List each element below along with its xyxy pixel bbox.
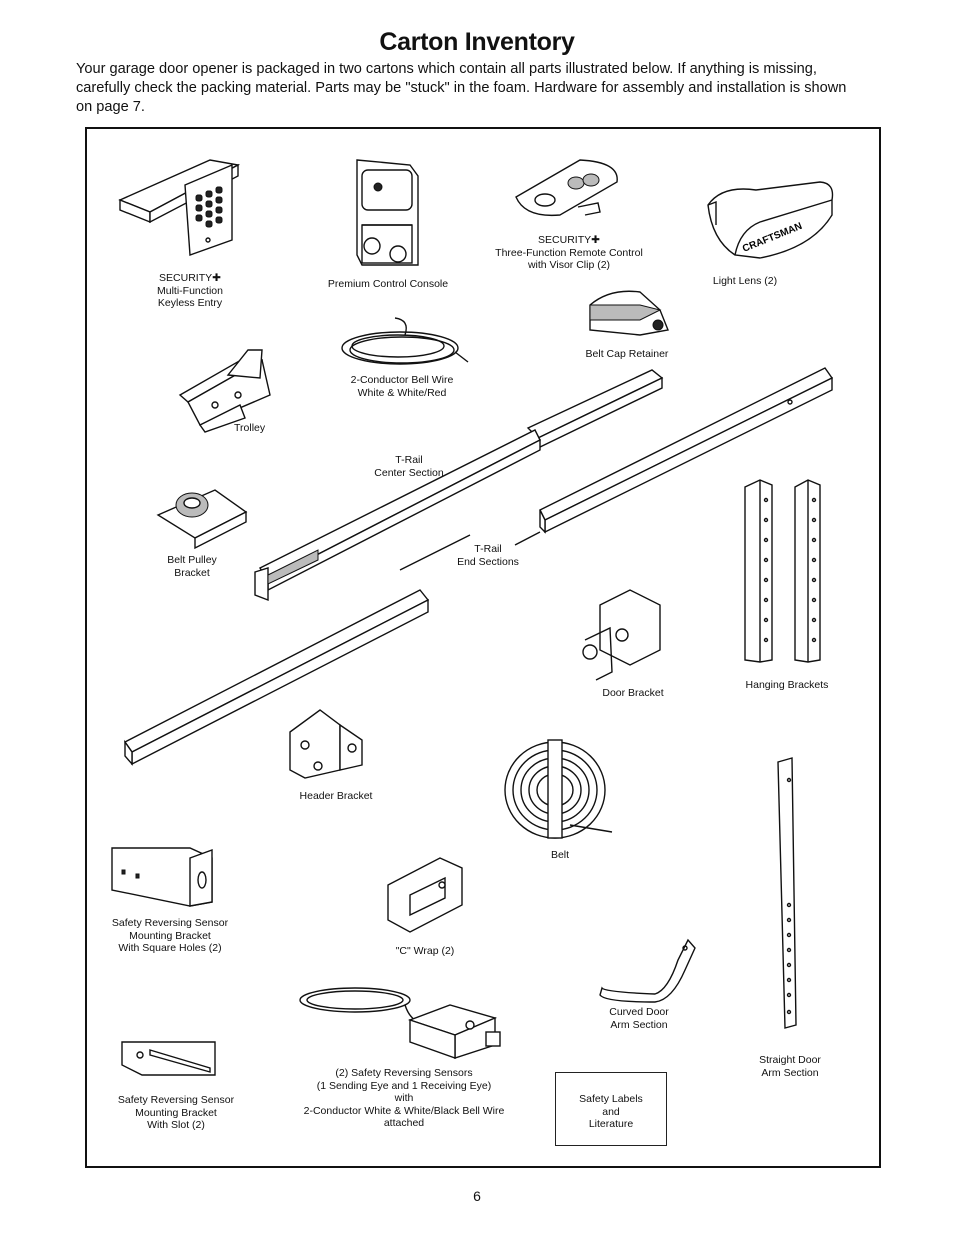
safety-labels-box <box>555 1072 667 1146</box>
header-bracket-illustration <box>289 709 363 779</box>
remote-control-illustration <box>515 159 618 217</box>
sensor-bracket-square-illustration <box>111 847 213 907</box>
trolley-label: Trolley <box>234 422 266 434</box>
c-wrap-illustration <box>387 857 463 933</box>
curved-door-arm-illustration <box>599 938 696 1003</box>
c-wrap-label: "C" Wrap (2) <box>395 945 455 957</box>
t-rail-end-lower-illustration <box>123 531 541 766</box>
hanging-brackets-label: Hanging Brackets <box>745 679 829 691</box>
control-console-illustration <box>356 159 419 266</box>
t-rail-end-upper-illustration <box>539 367 834 534</box>
light-lens-label: Light Lens (2) <box>712 275 778 287</box>
page-number: 6 <box>473 1188 481 1204</box>
inventory-frame <box>85 127 881 1168</box>
bell-wire-illustration <box>341 317 469 365</box>
control-console-label: Premium Control Console <box>327 278 449 290</box>
hanging-brackets-illustration <box>744 479 821 663</box>
trolley-illustration <box>178 349 271 433</box>
belt-pulley-bracket-illustration <box>156 489 248 550</box>
belt-cap-retainer-label: Belt Cap Retainer <box>585 348 669 360</box>
safety-sensors-illustration <box>299 987 501 1059</box>
belt-cap-retainer-illustration <box>589 290 669 336</box>
light-lens-illustration: CRAFTSMAN <box>707 181 834 259</box>
belt-roll-illustration <box>504 739 613 839</box>
page-title: Carton Inventory <box>379 28 575 56</box>
door-bracket-label: Door Bracket <box>602 687 664 699</box>
safety-sensors-label: (2) Safety Reversing Sensors(1 Sending E… <box>303 1067 505 1129</box>
belt-label: Belt <box>550 849 570 861</box>
sensor-bracket-slot-illustration <box>121 1041 216 1076</box>
header-bracket-label: Header Bracket <box>299 790 373 802</box>
straight-door-arm-illustration <box>777 757 797 1029</box>
door-bracket-illustration <box>582 589 661 681</box>
keyless-entry-illustration <box>118 159 241 256</box>
intro-paragraph: Your garage door opener is packaged in t… <box>76 61 847 115</box>
t-rail-center-illustration <box>254 369 664 602</box>
